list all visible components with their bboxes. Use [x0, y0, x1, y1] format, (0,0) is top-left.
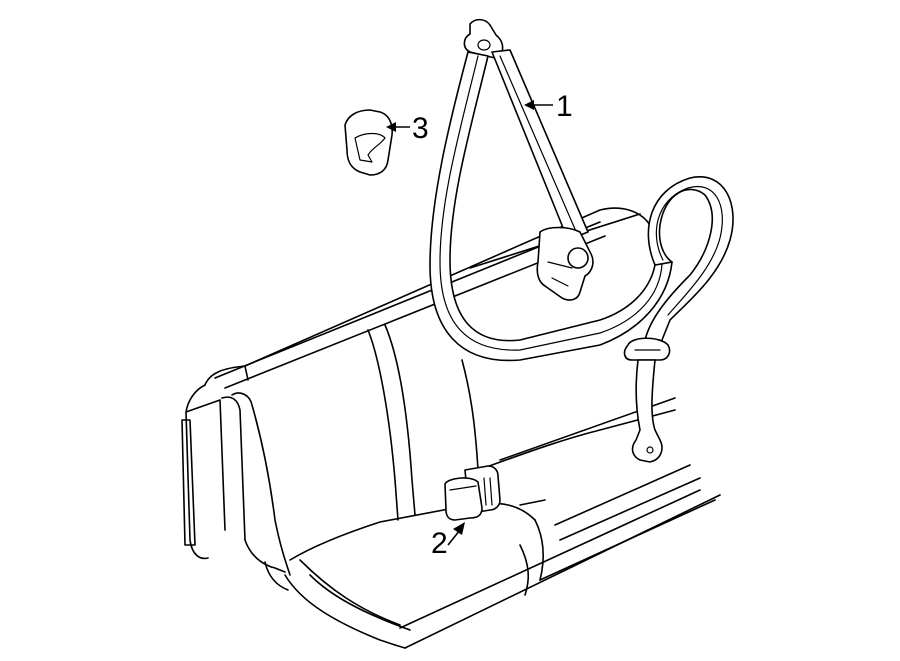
callout-2: 2 — [431, 522, 465, 560]
callout-1: 1 — [524, 90, 573, 123]
callout-1-label: 1 — [556, 90, 573, 123]
callout-2-label: 2 — [431, 527, 448, 560]
seat-belt-assembly — [429, 18, 734, 463]
callout-3-label: 3 — [412, 112, 429, 145]
buckle-assembly — [444, 465, 501, 521]
trim-cover — [344, 109, 393, 176]
callout-3: 3 — [386, 112, 429, 145]
